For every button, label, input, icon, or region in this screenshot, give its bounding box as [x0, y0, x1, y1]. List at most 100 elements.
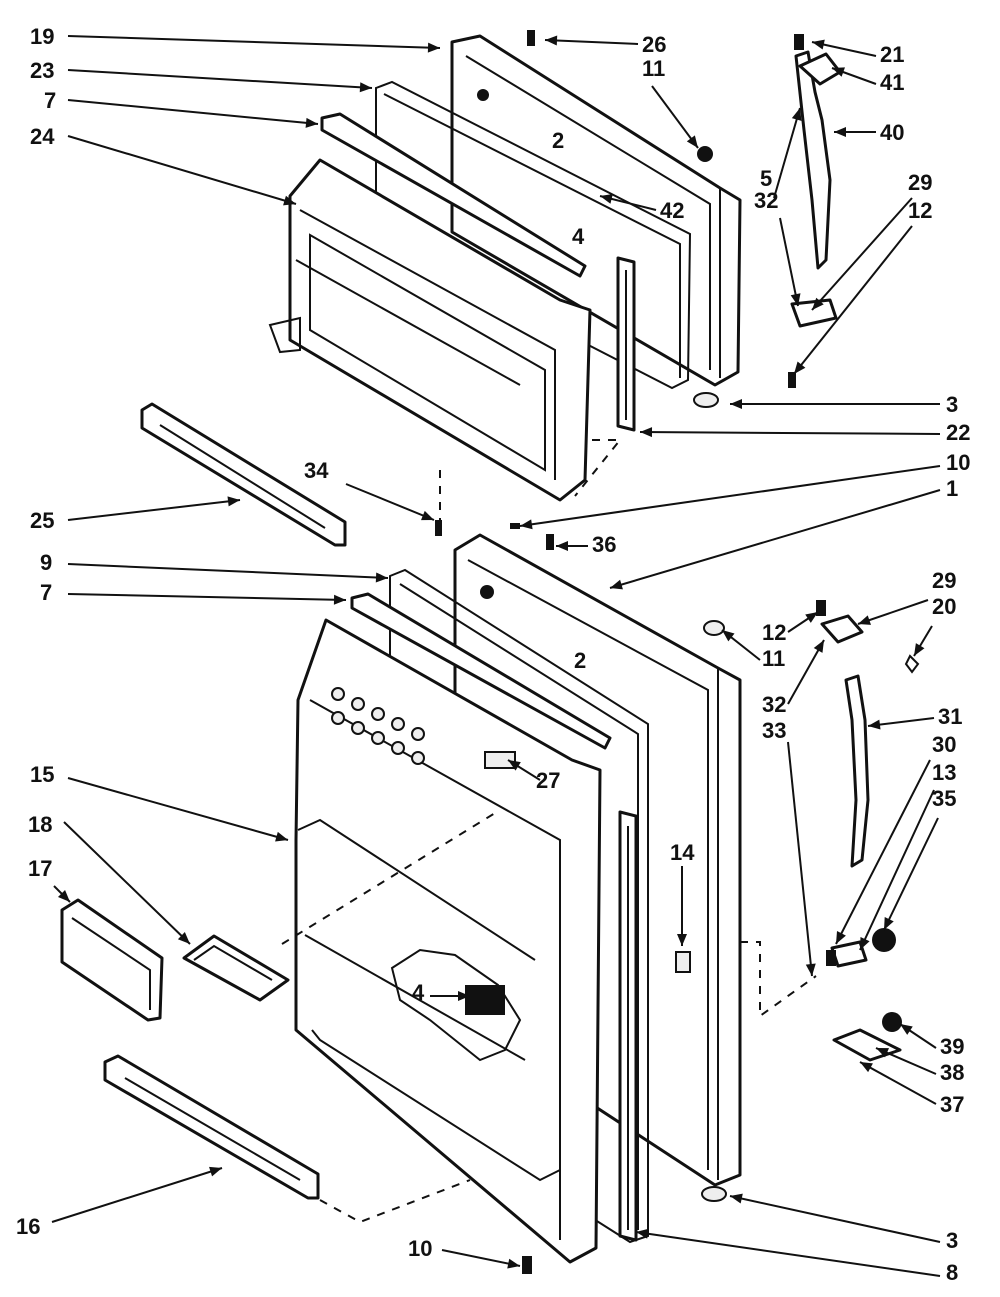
callout-label: 10	[408, 1236, 432, 1261]
leader-line	[67, 563, 389, 579]
fresh-food-door-shelf-rail	[350, 592, 612, 750]
leader-arrowhead	[730, 1193, 743, 1204]
callout-label: 41	[880, 70, 904, 95]
callout-label: 20	[932, 594, 956, 619]
callout-label: 8	[946, 1260, 958, 1285]
leader-line	[793, 225, 913, 375]
callout-label: 19	[30, 24, 54, 49]
leader-arrowhead	[812, 297, 824, 310]
leader-arrowhead	[600, 194, 613, 204]
callout-label: 32	[762, 692, 786, 717]
leader-arrowhead	[508, 760, 521, 771]
callout-label: 4	[412, 980, 425, 1005]
freezer-door-hinge-strip	[616, 256, 636, 432]
leader-arrowhead	[545, 35, 558, 46]
dairy-tray-18	[182, 934, 290, 1002]
leader-arrowhead	[813, 640, 824, 653]
fresh-food-door-hinge-strip	[618, 810, 638, 1242]
fresh-food-door-handle	[522, 534, 920, 1274]
callout-leader-lines	[51, 35, 941, 1277]
leader-arrowhead	[812, 39, 825, 50]
leader-arrowhead	[858, 615, 871, 625]
leader-line	[787, 639, 825, 705]
callout-label: 9	[40, 550, 52, 575]
callout-label: 17	[28, 856, 52, 881]
leader-line	[857, 599, 929, 625]
leader-arrowhead	[227, 496, 240, 507]
freezer-door-liner	[268, 158, 592, 502]
callout-label: 34	[304, 458, 329, 483]
callout-label: 23	[30, 58, 54, 83]
callout-label: 16	[16, 1214, 40, 1239]
callout-label: 18	[28, 812, 52, 837]
leader-arrowhead	[860, 1062, 873, 1073]
fresh-food-shelf-bar-16	[103, 1054, 320, 1200]
leader-line	[787, 741, 813, 977]
leader-arrowhead	[794, 361, 806, 374]
leader-line	[51, 1167, 223, 1223]
leader-arrowhead	[914, 643, 925, 656]
leader-arrowhead	[636, 1228, 649, 1239]
callout-label: 2	[552, 128, 564, 153]
callout-label: 26	[642, 32, 666, 57]
callout-label: 35	[932, 786, 956, 811]
callout-label: 37	[940, 1092, 964, 1117]
callout-label: 3	[946, 1228, 958, 1253]
callout-label: 25	[30, 508, 54, 533]
leader-arrowhead	[427, 42, 440, 53]
leader-arrowhead	[832, 67, 845, 77]
leader-arrowhead	[520, 519, 533, 530]
leader-arrowhead	[421, 510, 434, 521]
freezer-door-handle	[435, 30, 842, 536]
leader-line	[441, 1249, 521, 1267]
callout-label: 29	[932, 568, 956, 593]
callout-label: 36	[592, 532, 616, 557]
leader-arrowhead	[359, 82, 372, 93]
leader-line	[345, 483, 435, 521]
callout-label: 30	[932, 732, 956, 757]
callout-label: 7	[44, 88, 56, 113]
leader-arrowhead	[884, 917, 894, 930]
leader-arrowhead	[722, 630, 735, 642]
leader-arrowhead	[791, 108, 802, 121]
leader-arrowhead	[805, 963, 816, 976]
leader-arrowhead	[876, 1048, 889, 1058]
leader-arrowhead	[686, 135, 698, 148]
leader-line	[639, 431, 941, 435]
leader-arrowhead	[834, 127, 846, 137]
leader-arrowhead	[790, 293, 801, 306]
callout-label: 1	[946, 476, 958, 501]
leader-line	[883, 817, 939, 931]
leader-arrowhead	[556, 541, 568, 551]
leader-line	[773, 107, 801, 199]
leader-arrowhead	[836, 931, 846, 944]
callout-label: 31	[938, 704, 962, 729]
callout-label: 38	[940, 1060, 964, 1085]
callout-label: 12	[908, 198, 932, 223]
leader-arrowhead	[209, 1166, 222, 1177]
leader-arrowhead	[57, 889, 70, 902]
leader-arrowhead	[507, 1258, 520, 1269]
callout-label: 10	[946, 450, 970, 475]
leader-arrowhead	[640, 427, 653, 438]
leader-arrowhead	[177, 932, 190, 944]
leader-line	[729, 1195, 941, 1243]
leader-line	[635, 1231, 941, 1277]
leader-line	[859, 789, 935, 951]
callout-label: 13	[932, 760, 956, 785]
callout-label: 32	[754, 188, 778, 213]
callout-label: 14	[670, 840, 695, 865]
leader-arrowhead	[805, 612, 818, 623]
callout-label: 22	[946, 420, 970, 445]
leader-line	[67, 499, 241, 521]
leader-arrowhead	[868, 719, 881, 730]
leader-arrowhead	[375, 572, 388, 583]
callout-label: 24	[30, 124, 55, 149]
freezer-door-shelf-rail	[320, 112, 587, 278]
leader-line	[859, 1061, 937, 1105]
leader-line	[609, 489, 941, 589]
callout-label: 39	[940, 1034, 964, 1059]
leader-line	[519, 465, 941, 527]
leader-arrowhead	[730, 399, 742, 409]
